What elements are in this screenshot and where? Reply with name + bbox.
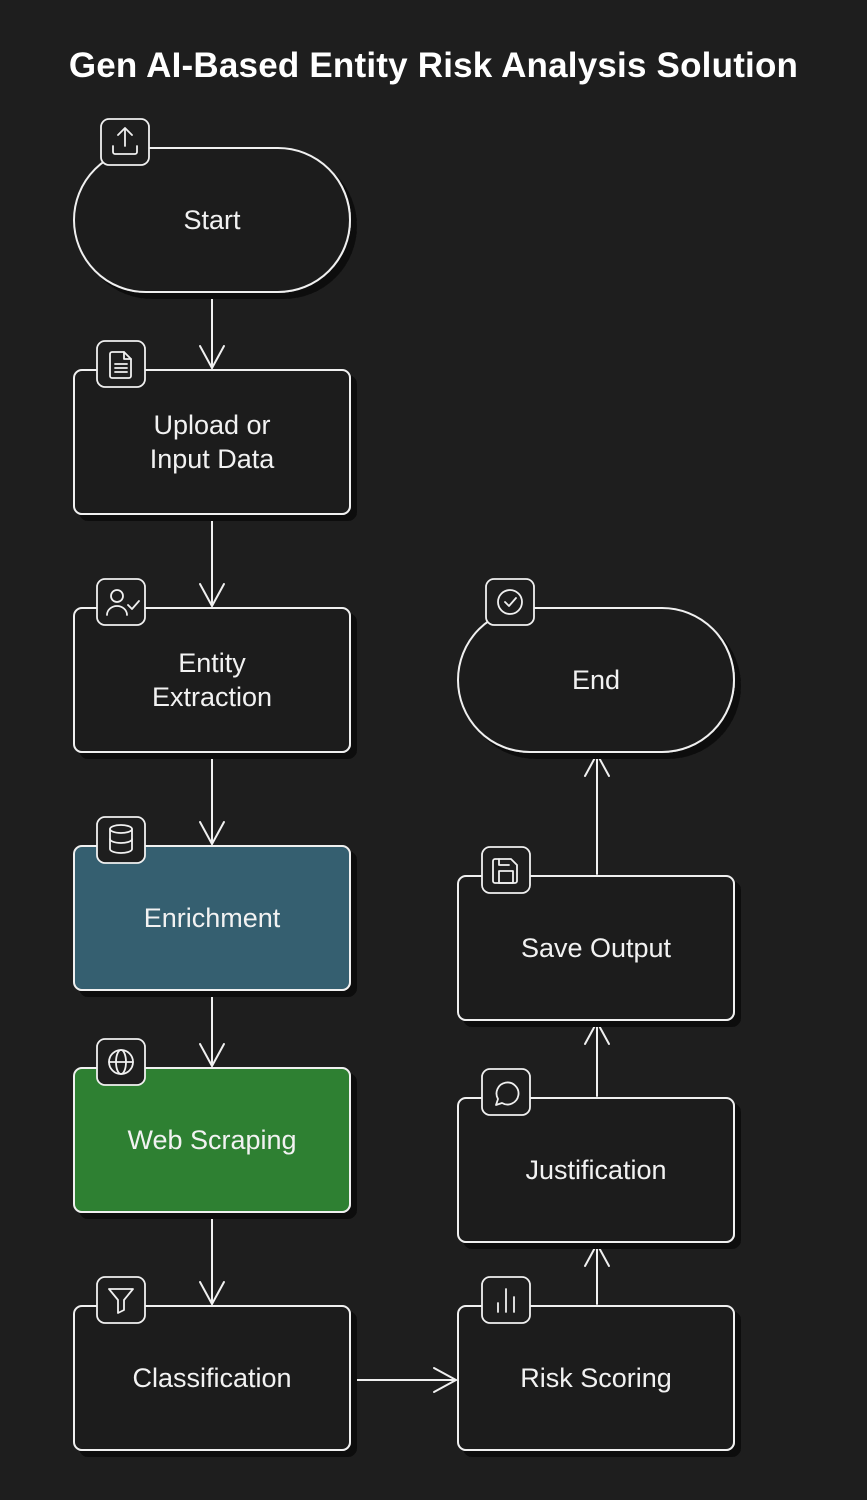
- node-justification: [457, 1097, 735, 1243]
- bar-chart-icon: [481, 1276, 531, 1324]
- node-end: [457, 607, 735, 753]
- node-save-output: [457, 875, 735, 1021]
- edge-web-scraping-to-classification: [199, 1213, 225, 1305]
- check-circle-icon: [485, 578, 535, 626]
- enrichment-label: Enrichment: [143, 903, 281, 933]
- node-entity-extraction: [73, 607, 351, 753]
- entity-extraction-label: Entity Extraction: [151, 648, 273, 712]
- edge-start-to-upload: [199, 295, 225, 369]
- upload-icon: [100, 118, 150, 166]
- end-label: End: [571, 665, 621, 695]
- save-output-label: Save Output: [520, 933, 672, 963]
- node-start: [73, 147, 351, 293]
- risk-scoring-label: Risk Scoring: [520, 1363, 672, 1393]
- database-icon: [96, 816, 146, 864]
- diagram-title: Gen AI-Based Entity Risk Analysis Soluti…: [68, 46, 799, 85]
- edge-justification-to-save-output: [584, 1021, 610, 1097]
- node-classification: [73, 1305, 351, 1451]
- classification-label: Classification: [132, 1363, 292, 1393]
- node-web-scraping: [73, 1067, 351, 1213]
- edge-upload-to-entity: [199, 516, 225, 607]
- web-scraping-label: Web Scraping: [127, 1125, 297, 1155]
- edge-save-output-to-end: [584, 753, 610, 875]
- justification-label: Justification: [525, 1155, 667, 1185]
- document-icon: [96, 340, 146, 388]
- filter-icon: [96, 1276, 146, 1324]
- node-risk-scoring: [457, 1305, 735, 1451]
- edge-entity-to-enrichment: [199, 753, 225, 845]
- edge-risk-scoring-to-justification: [584, 1243, 610, 1305]
- upload-label: Upload or Input Data: [149, 410, 275, 474]
- node-upload: [73, 369, 351, 515]
- node-enrichment: [73, 845, 351, 991]
- save-icon: [481, 846, 531, 894]
- start-label: Start: [183, 205, 241, 235]
- globe-icon: [96, 1038, 146, 1086]
- edge-classification-to-risk-scoring: [353, 1367, 457, 1393]
- user-check-icon: [96, 578, 146, 626]
- message-icon: [481, 1068, 531, 1116]
- edge-enrichment-to-web-scraping: [199, 991, 225, 1067]
